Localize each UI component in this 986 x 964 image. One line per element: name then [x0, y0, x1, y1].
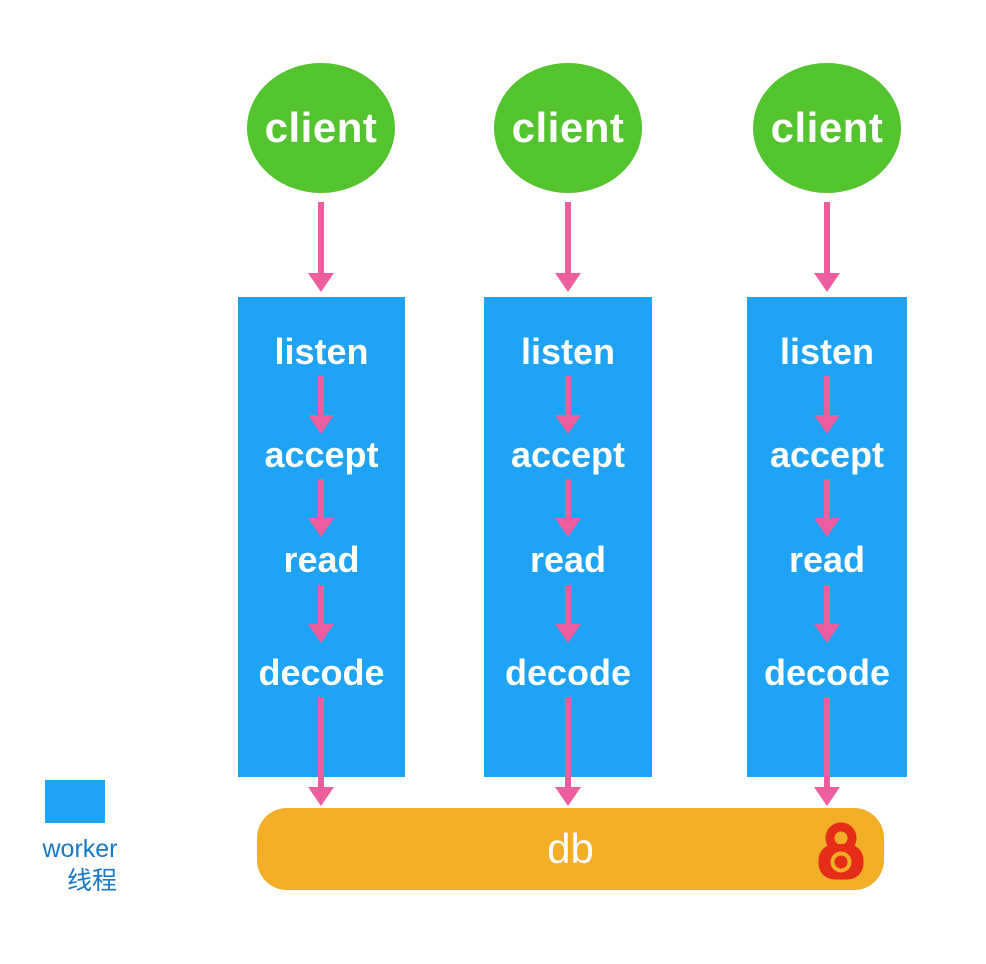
arrow-listen-accept	[307, 376, 335, 434]
db-label: db	[547, 825, 594, 872]
worker-column-3: listen accept read decode	[747, 297, 907, 777]
arrow-read-decode	[307, 585, 335, 643]
arrow-read-decode	[813, 585, 841, 643]
client-label: client	[264, 104, 378, 151]
arrow-client-to-worker	[554, 202, 582, 292]
step-label-accept: accept	[769, 434, 885, 475]
db-bar: db	[257, 808, 884, 890]
arrow-read-decode	[554, 585, 582, 643]
arrow-accept-read	[813, 479, 841, 537]
legend-label-thread: 线程	[66, 867, 117, 895]
client-node-1: client	[247, 63, 395, 193]
arrow-listen-accept	[813, 376, 841, 434]
step-label-decode: decode	[763, 652, 891, 693]
client-node-2: client	[494, 63, 642, 193]
arrow-listen-accept	[554, 376, 582, 434]
arrow-accept-read	[554, 479, 582, 537]
step-label-listen: listen	[274, 331, 369, 372]
step-label-read: read	[788, 539, 866, 580]
client-label: client	[511, 104, 625, 151]
legend-label-worker: worker	[42, 835, 118, 863]
client-label: client	[770, 104, 884, 151]
step-label-listen: listen	[520, 331, 616, 372]
arrow-worker-to-db	[307, 697, 335, 806]
lock-icon	[818, 822, 864, 880]
step-label-decode: decode	[504, 652, 632, 693]
step-label-accept: accept	[264, 434, 379, 475]
arrow-client-to-worker	[813, 202, 841, 292]
arrow-accept-read	[307, 479, 335, 537]
client-node-3: client	[753, 63, 901, 193]
step-label-accept: accept	[510, 434, 626, 475]
arrow-worker-to-db	[554, 697, 582, 806]
arrow-client-to-worker	[307, 202, 335, 292]
step-label-read: read	[529, 539, 607, 580]
step-label-listen: listen	[779, 331, 875, 372]
arrow-worker-to-db	[813, 697, 841, 806]
step-label-read: read	[283, 539, 360, 580]
step-label-decode: decode	[258, 652, 385, 693]
legend-worker-swatch	[45, 780, 105, 823]
